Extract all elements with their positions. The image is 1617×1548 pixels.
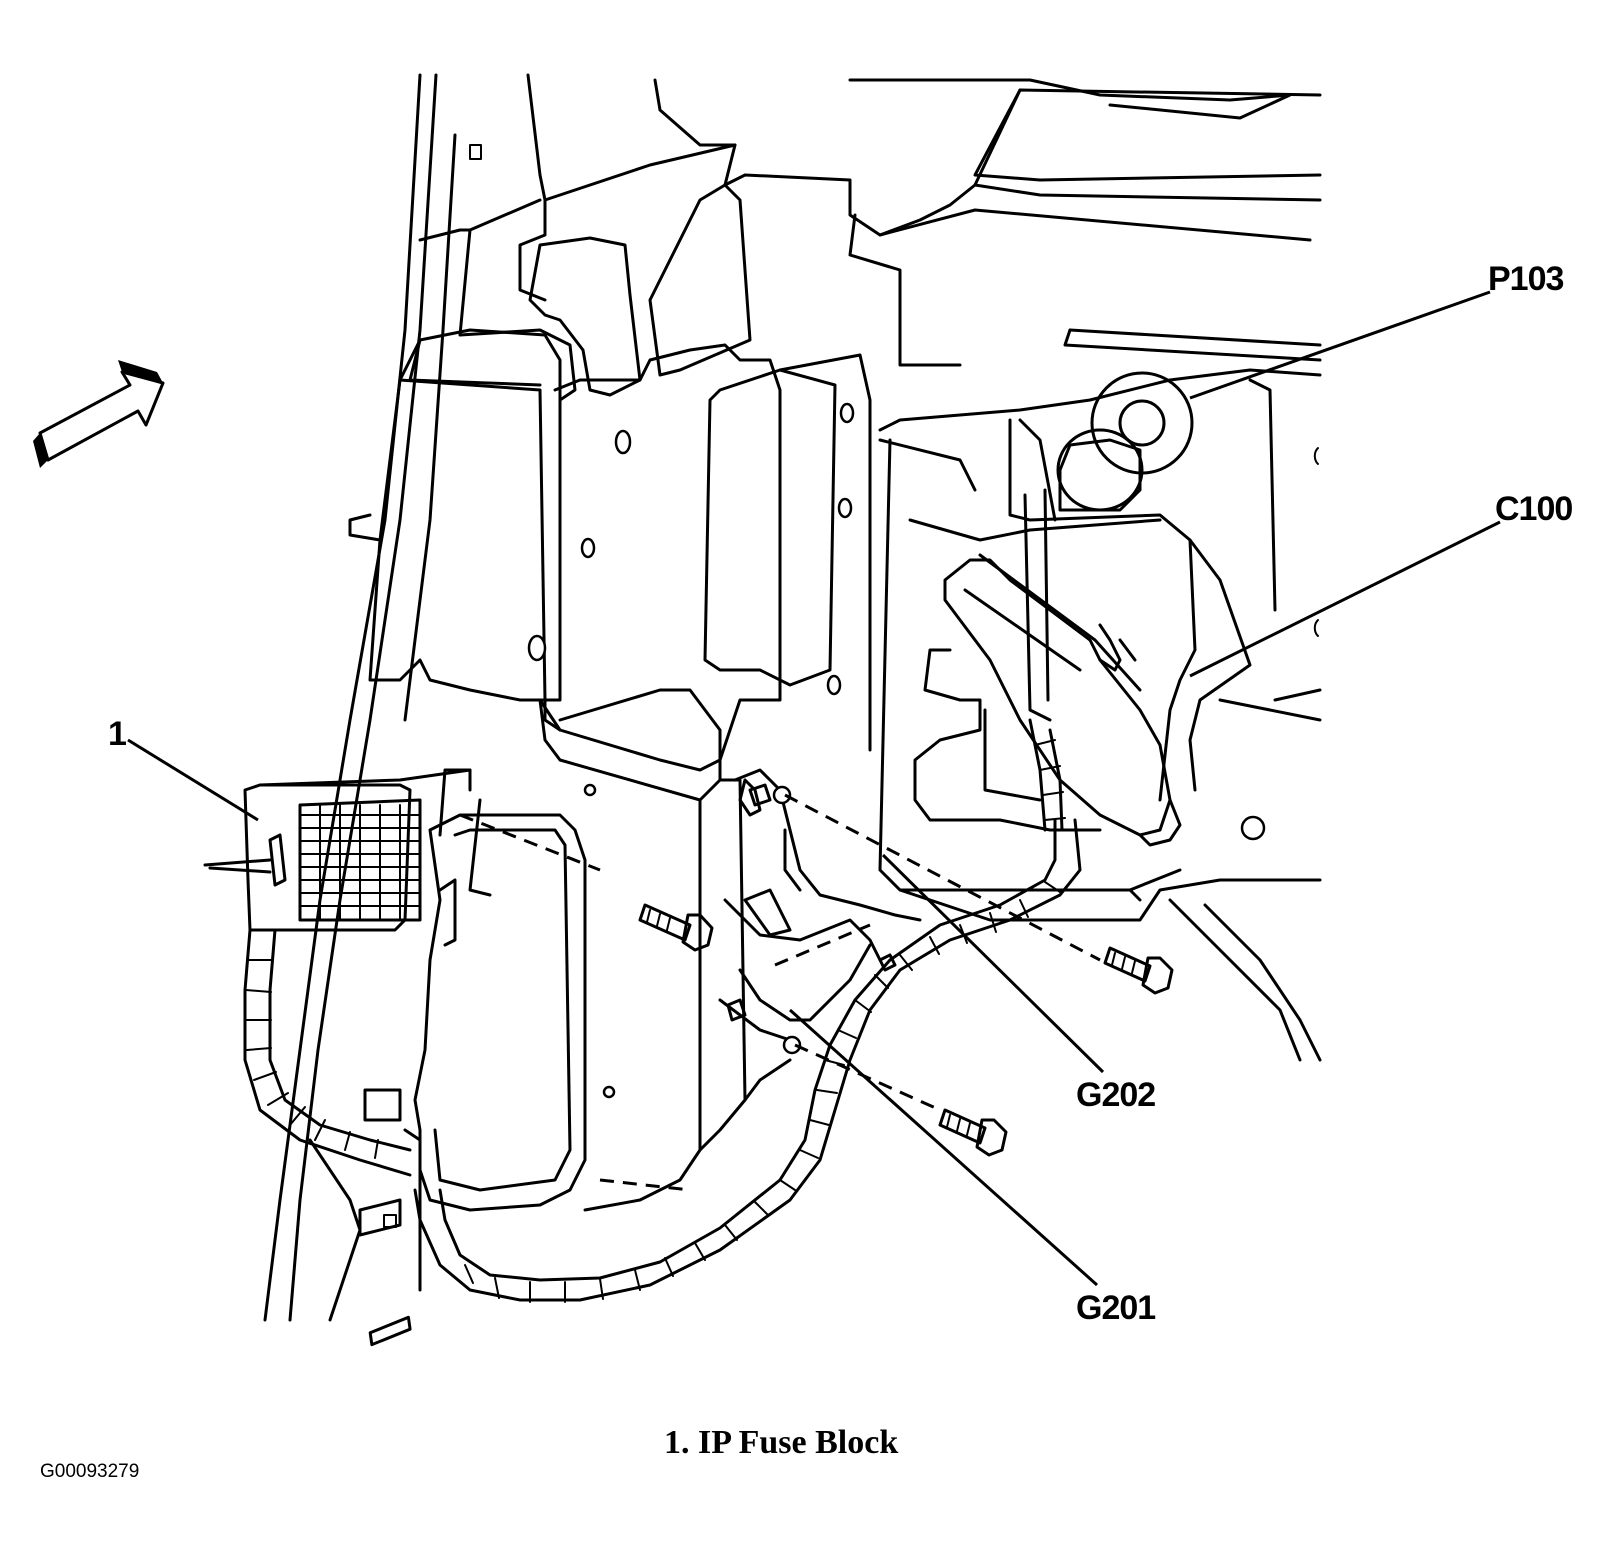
leader-lines	[127, 290, 1501, 1287]
lower-trim-arc	[1168, 898, 1322, 1062]
callout-c100: C100	[1495, 490, 1573, 528]
wiring-harness	[243, 718, 1082, 1303]
bolt-upper-left	[638, 903, 714, 952]
callout-g202: G202	[1076, 1076, 1156, 1114]
legend-item-1: 1. IP Fuse Block	[664, 1424, 899, 1461]
dash-upper-structure	[418, 73, 1322, 402]
ip-fuse-block	[203, 768, 492, 932]
view-direction-arrow	[33, 360, 165, 468]
module-housing	[878, 328, 1322, 922]
bolt-g201	[938, 1108, 1008, 1157]
callout-p103: P103	[1488, 260, 1564, 298]
callout-g201: G201	[1076, 1289, 1156, 1327]
ground-wires	[718, 768, 922, 1055]
fuse-rows	[299, 804, 421, 921]
left-panel	[348, 328, 632, 702]
bolt-g202	[1103, 946, 1174, 995]
center-bracket	[543, 343, 872, 1099]
lower-tray	[308, 688, 792, 1347]
body-pillar	[263, 73, 482, 1322]
figure-id: G00093279	[40, 1461, 140, 1482]
callout-ip-fuse-block: 1	[108, 715, 127, 753]
